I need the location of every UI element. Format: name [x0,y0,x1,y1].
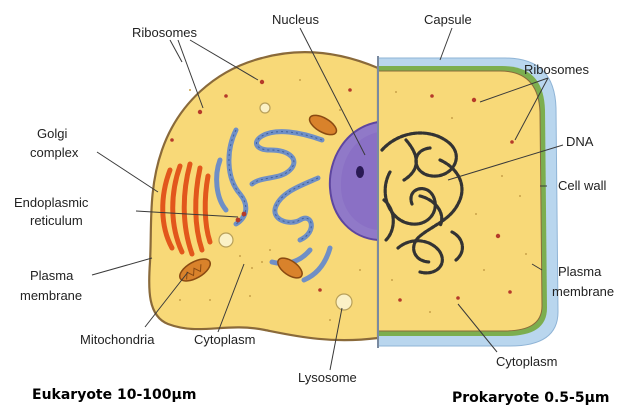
label-golgi-line1: Golgi [37,126,67,141]
nucleolus [356,166,364,178]
prokaryote-cell [378,58,558,346]
label-lysosome: Lysosome [298,370,357,385]
label-er-line1: Endoplasmic [14,195,89,210]
label-capsule: Capsule [424,12,472,27]
label-er-line2: reticulum [30,213,83,228]
label-nucleus: Nucleus [272,12,319,27]
label-golgi-line2: complex [30,145,79,160]
label-plasma-right-line1: Plasma [558,264,602,279]
caption-prokaryote: Prokaryote 0.5-5µm [452,390,610,406]
label-plasma-left-line2: membrane [20,288,82,303]
eukaryote-cell [149,52,378,340]
label-plasma-left-line1: Plasma [30,268,74,283]
label-cytoplasm-left: Cytoplasm [194,332,255,347]
label-dna: DNA [566,134,594,149]
label-cytoplasm-right: Cytoplasm [496,354,557,369]
label-mitochondria: Mitochondria [80,332,155,347]
label-cell-wall: Cell wall [558,178,607,193]
label-ribosomes-right: Ribosomes [524,62,590,77]
label-plasma-right-line2: membrane [552,284,614,299]
caption-eukaryote: Eukaryote 10-100µm [32,387,196,403]
label-ribosomes-left: Ribosomes [132,25,198,40]
